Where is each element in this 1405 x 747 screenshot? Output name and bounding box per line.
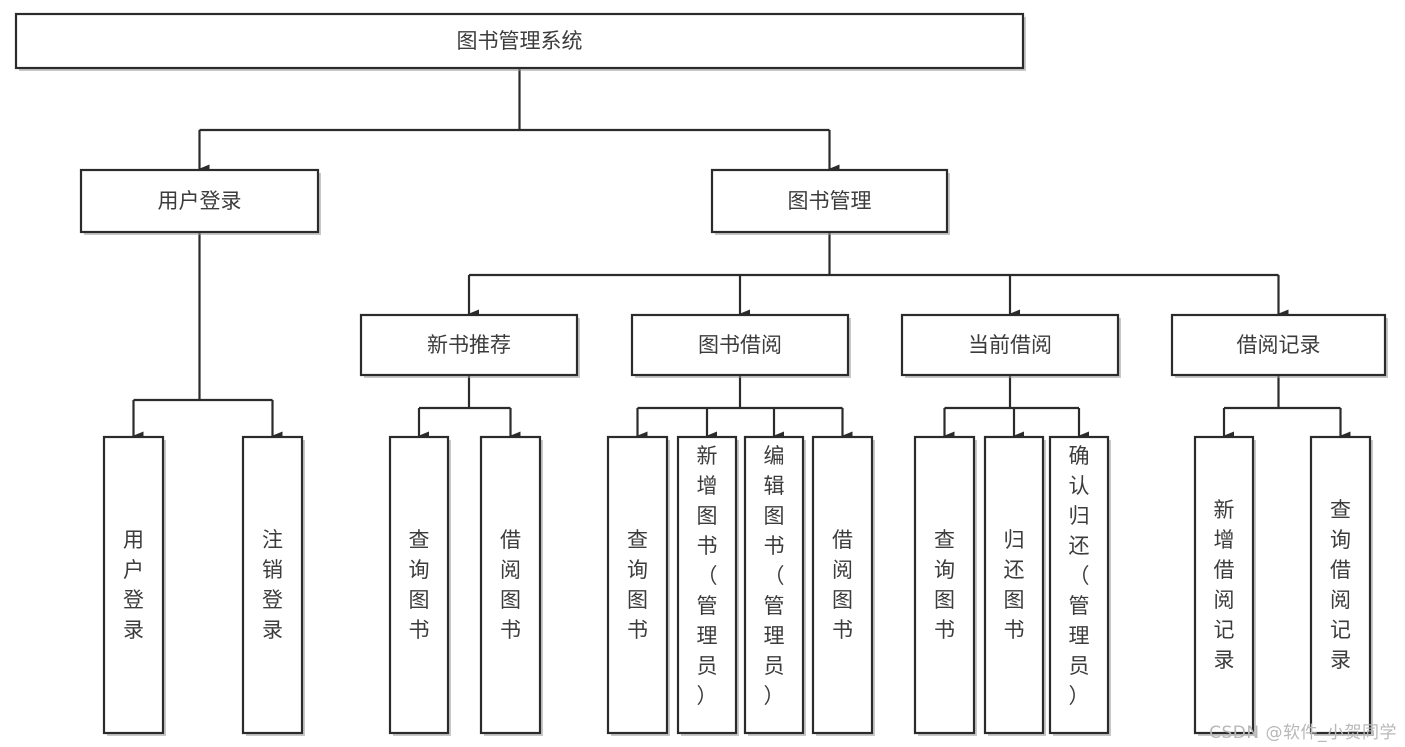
- node-leaf-2-label: 查询图书: [409, 528, 430, 642]
- node-level3-1[interactable]: 图书借阅: [630, 313, 851, 378]
- node-leaf-12[interactable]: 查询借阅记录: [1309, 435, 1373, 736]
- node-leaf-1-label: 注销登录: [262, 528, 283, 642]
- node-level3-0-label: 新书推荐: [427, 333, 511, 357]
- node-leaf-6[interactable]: 编辑图书（管理员）: [743, 435, 806, 736]
- node-leaf-4-label: 查询图书: [627, 528, 648, 642]
- node-root[interactable]: 图书管理系统: [14, 12, 1026, 71]
- node-level3-2[interactable]: 当前借阅: [900, 313, 1121, 378]
- node-level3-0[interactable]: 新书推荐: [359, 313, 580, 378]
- node-level3-3-label: 借阅记录: [1237, 333, 1321, 357]
- node-root-label: 图书管理系统: [457, 29, 583, 53]
- node-leaf-10[interactable]: 确认归还（管理员）: [1048, 435, 1111, 736]
- node-leaf-2[interactable]: 查询图书: [388, 435, 451, 736]
- node-leaf-11-label: 新增借阅记录: [1214, 498, 1235, 672]
- node-leaf-1[interactable]: 注销登录: [241, 435, 305, 736]
- node-leaf-9[interactable]: 归还图书: [983, 435, 1046, 736]
- node-leaf-8-label: 查询图书: [934, 528, 955, 642]
- watermark-text: CSDN @软件_小贺同学: [1209, 723, 1397, 743]
- connector-layer: [132, 68, 1351, 441]
- node-leaf-12-label: 查询借阅记录: [1330, 498, 1351, 672]
- node-level3-2-label: 当前借阅: [968, 333, 1052, 357]
- node-leaf-0[interactable]: 用户登录: [102, 435, 166, 736]
- node-leaf-3-label: 借阅图书: [500, 528, 521, 642]
- node-leaf-0-label: 用户登录: [123, 528, 144, 642]
- node-level3-3[interactable]: 借阅记录: [1170, 313, 1388, 378]
- node-leaf-4[interactable]: 查询图书: [606, 435, 670, 736]
- node-leaf-5-label: 新增图书（管理员）: [697, 444, 718, 708]
- node-leaf-7-label: 借阅图书: [832, 528, 853, 642]
- node-level2-1-label: 图书管理: [788, 189, 872, 213]
- node-layer: 图书管理系统用户登录图书管理新书推荐图书借阅当前借阅借阅记录用户登录注销登录查询…: [14, 12, 1388, 736]
- node-level3-1-label: 图书借阅: [698, 333, 782, 357]
- node-leaf-8[interactable]: 查询图书: [913, 435, 977, 736]
- node-leaf-9-label: 归还图书: [1004, 528, 1025, 642]
- node-leaf-10-label: 确认归还（管理员）: [1069, 444, 1090, 708]
- node-leaf-3[interactable]: 借阅图书: [479, 435, 543, 736]
- node-leaf-5[interactable]: 新增图书（管理员）: [676, 435, 739, 736]
- node-leaf-6-label: 编辑图书（管理员）: [764, 444, 785, 708]
- node-level2-0-label: 用户登录: [158, 189, 242, 213]
- node-level2-0[interactable]: 用户登录: [79, 168, 321, 235]
- node-level2-1[interactable]: 图书管理: [710, 168, 950, 235]
- node-leaf-7[interactable]: 借阅图书: [811, 435, 875, 736]
- node-leaf-11[interactable]: 新增借阅记录: [1193, 435, 1256, 736]
